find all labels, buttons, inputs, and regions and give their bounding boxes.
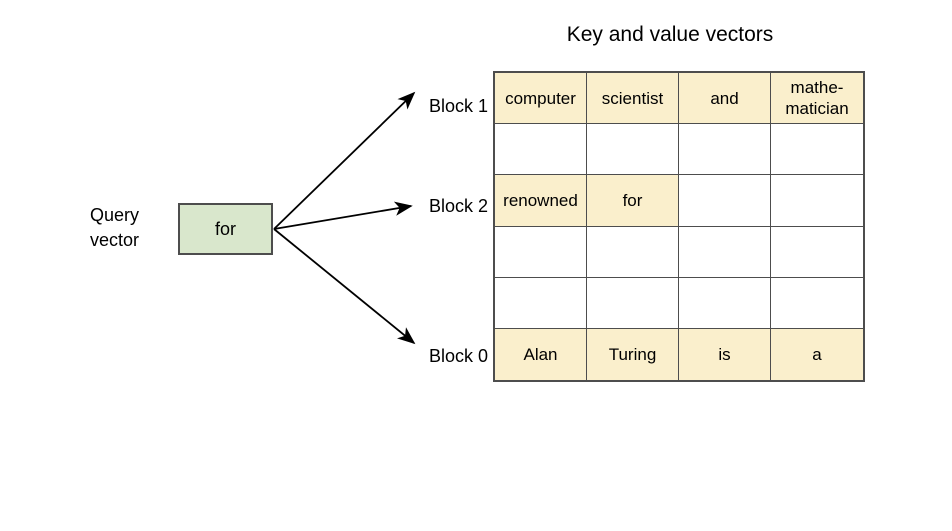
kv-cell-r2-c3[interactable] bbox=[771, 175, 863, 227]
kv-cell-r5-c0[interactable]: Alan bbox=[495, 328, 587, 380]
kv-cell-text: renowned bbox=[503, 190, 578, 210]
block-label-block-1: Block 1 bbox=[428, 96, 488, 116]
query-vector-label-line2: vector bbox=[90, 230, 140, 250]
block-label-block-0: Block 0 bbox=[428, 346, 488, 366]
kv-cell-r0-c0[interactable]: computer bbox=[495, 73, 587, 125]
kv-cell-text: is bbox=[718, 344, 731, 364]
kv-cell-r5-c3[interactable]: a bbox=[771, 328, 863, 380]
query-vector-box[interactable]: for bbox=[178, 203, 273, 255]
kv-cell-r1-c3[interactable] bbox=[771, 124, 863, 176]
kv-cell-r4-c2[interactable] bbox=[679, 277, 771, 329]
kv-cell-text: and bbox=[710, 88, 739, 108]
arrow-to-block-2 bbox=[273, 201, 413, 230]
kv-cell-r3-c0[interactable] bbox=[495, 226, 587, 278]
query-vector-token: for bbox=[214, 219, 236, 239]
kv-cell-r3-c2[interactable] bbox=[679, 226, 771, 278]
kv-cell-text: Turing bbox=[608, 344, 657, 364]
kv-cell-r0-c2[interactable]: and bbox=[679, 73, 771, 125]
kv-cell-text: Alan bbox=[523, 344, 558, 364]
kv-cell-r4-c0[interactable] bbox=[495, 277, 587, 329]
kv-cell-r2-c0[interactable]: renowned bbox=[495, 175, 587, 227]
kv-cell-r3-c3[interactable] bbox=[771, 226, 863, 278]
kv-cell-text: for bbox=[622, 190, 643, 210]
query-vector-label-line1: Query bbox=[90, 205, 140, 225]
kv-cell-r1-c0[interactable] bbox=[495, 124, 587, 176]
kv-cell-r2-c2[interactable] bbox=[679, 175, 771, 227]
block-label-block-2: Block 2 bbox=[428, 196, 488, 216]
kv-cell-r1-c2[interactable] bbox=[679, 124, 771, 176]
kv-cell-text: mathe-matician bbox=[785, 78, 849, 119]
kv-cell-text: computer bbox=[505, 88, 576, 108]
kv-cell-r5-c1[interactable]: Turing bbox=[587, 328, 679, 380]
arrow-to-block-0 bbox=[273, 228, 416, 345]
kv-cell-r5-c2[interactable]: is bbox=[679, 328, 771, 380]
kv-cell-r4-c3[interactable] bbox=[771, 277, 863, 329]
kv-cell-r0-c3[interactable]: mathe-matician bbox=[771, 73, 863, 125]
key-value-grid: computer scientist and mathe-matician renown… bbox=[493, 71, 865, 382]
diagram-title: Key and value vectors bbox=[566, 23, 774, 46]
kv-cell-r3-c1[interactable] bbox=[587, 226, 679, 278]
query-vector-label: Query vector bbox=[90, 203, 172, 253]
kv-cell-r1-c1[interactable] bbox=[587, 124, 679, 176]
kv-cell-text: a bbox=[812, 344, 822, 364]
kv-cell-r2-c1[interactable]: for bbox=[587, 175, 679, 227]
kv-cell-r4-c1[interactable] bbox=[587, 277, 679, 329]
arrow-to-block-1 bbox=[273, 91, 416, 230]
kv-cell-text: scientist bbox=[601, 88, 664, 108]
kv-cell-r0-c1[interactable]: scientist bbox=[587, 73, 679, 125]
